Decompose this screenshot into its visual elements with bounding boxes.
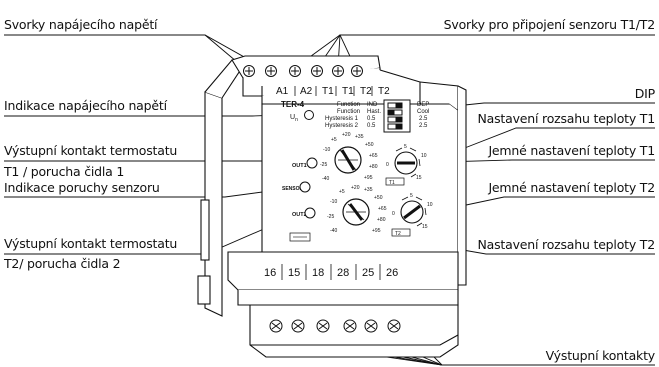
out2-led	[304, 207, 316, 219]
range-tick: +65	[378, 206, 387, 212]
range-tick: +35	[364, 187, 373, 193]
range-tick: -10	[330, 199, 337, 205]
fn-val: 0.5	[367, 123, 376, 129]
bottom-terminal-label: 15	[288, 267, 300, 279]
top-terminal-label: A2	[300, 86, 313, 97]
bottom-terminal-label: 16	[264, 267, 276, 279]
range-scale-t1: -40 -25 -10 +5 +20 +35 +50 +65 +80 +95	[320, 132, 378, 182]
fine-tick: 5	[404, 144, 407, 150]
dip-label: Cool	[417, 109, 429, 115]
label-dip: DIP	[634, 86, 655, 101]
out2-label: OUT2	[292, 212, 307, 218]
fine-tick: 10	[427, 202, 433, 208]
fn-key: Hysteresis 2	[325, 123, 359, 129]
fine-tick: 0	[392, 211, 395, 217]
label-range-t2: Nastavení rozsahu teploty T2	[477, 237, 655, 252]
bottom-terminal-label: 18	[312, 267, 324, 279]
range-tick: +65	[369, 153, 378, 159]
top-terminal-label: T1	[342, 86, 354, 97]
fn-val: IND	[367, 102, 378, 108]
sensor-label: SENSOR	[282, 186, 304, 192]
top-terminal-screws	[243, 65, 363, 77]
fine-tick: 15	[416, 175, 422, 181]
fine-tick: 15	[422, 224, 428, 230]
range-tick: +5	[331, 137, 337, 143]
fine-tick: 10	[421, 153, 427, 159]
t1-tag: T1	[389, 180, 395, 186]
out1-label: OUT1	[292, 163, 307, 169]
range-knob-t1[interactable]	[334, 146, 362, 174]
range-tick: -25	[327, 214, 334, 220]
label-sensor-fault: Indikace poruchy senzoru	[4, 180, 160, 195]
range-tick: -40	[322, 176, 329, 182]
label-output-contacts: Výstupní kontakty	[545, 348, 656, 363]
dip-label: 2.5	[419, 123, 428, 129]
range-tick: -25	[320, 162, 327, 168]
range-knob-t2[interactable]	[342, 198, 370, 226]
supply-led	[304, 110, 314, 120]
dip-label: 2.5	[419, 116, 428, 122]
model-label: TER-4	[281, 100, 305, 109]
top-terminal-label: T2	[378, 86, 390, 97]
label-supply-indication: Indikace napájecího napětí	[4, 98, 167, 113]
top-terminal-label: A1	[276, 86, 289, 97]
label-output-t2-line2: T2/ porucha čidla 2	[4, 256, 121, 271]
range-tick: +95	[364, 175, 373, 181]
label-fine-t1: Jemné nastavení teploty T1	[488, 143, 655, 158]
sensor-led	[299, 181, 311, 193]
fn-key: Function	[337, 102, 360, 108]
bottom-terminal-label: 25	[362, 267, 374, 279]
top-terminal-label: T2	[360, 86, 372, 97]
range-tick: +35	[355, 134, 364, 140]
fine-tick: 0	[386, 162, 389, 168]
range-tick: +20	[351, 185, 360, 191]
fn-key: Hysteresis 1	[325, 116, 359, 122]
fine-tick: 5	[410, 193, 413, 199]
range-tick: +95	[372, 228, 381, 234]
range-tick: +5	[339, 189, 345, 195]
range-tick: +50	[374, 195, 383, 201]
un-label: Un	[290, 114, 298, 123]
range-tick: -40	[330, 228, 337, 234]
fn-key: Function	[337, 109, 360, 115]
bottom-terminal-label: 28	[337, 267, 349, 279]
fine-knob-t2[interactable]	[400, 196, 427, 227]
label-output-t1-line1: Výstupní kontakt termostatu	[4, 143, 178, 158]
t2-tag: T2	[395, 231, 401, 237]
dip-label: DEP	[417, 102, 429, 108]
label-supply-terminals: Svorky napájecího napětí	[4, 17, 158, 32]
top-terminal-labels: A1 A2 T1 T1 T2 T2	[276, 86, 390, 97]
range-tick: -10	[323, 147, 330, 153]
label-range-t1: Nastavení rozsahu teploty T1	[477, 111, 655, 126]
label-sensor-terminals: Svorky pro připojení senzoru T1/T2	[443, 17, 656, 32]
function-table: Function IND Function Hast. Hysteresis 1…	[325, 102, 381, 129]
front-panel: TER-4 Un Function IND Function Hast. Hys…	[281, 99, 433, 242]
label-fine-t2: Jemné nastavení teploty T2	[488, 180, 655, 195]
dip-switch[interactable]	[383, 99, 411, 133]
fine-knob-t1[interactable]	[394, 147, 421, 178]
fn-val: 0.5	[367, 116, 376, 122]
label-output-t1-line2: T1 / porucha čidla 1	[4, 164, 125, 179]
range-tick: +50	[365, 142, 374, 148]
out1-led	[306, 157, 318, 169]
range-scale-t2: -40 -25 -10 +5 +20 +35 +50 +65 +80 +95	[327, 185, 387, 234]
fn-val: Hast.	[367, 109, 381, 115]
bottom-terminal-labels: 16 15 18 28 25 26	[264, 264, 398, 280]
bottom-terminal-label: 26	[386, 267, 398, 279]
bottom-terminal-screws	[269, 319, 401, 333]
label-output-t2-line1: Výstupní kontakt termostatu	[4, 236, 178, 251]
range-tick: +80	[369, 164, 378, 170]
top-terminal-label: T1	[322, 86, 334, 97]
range-tick: +20	[342, 132, 351, 138]
range-tick: +80	[377, 217, 386, 223]
